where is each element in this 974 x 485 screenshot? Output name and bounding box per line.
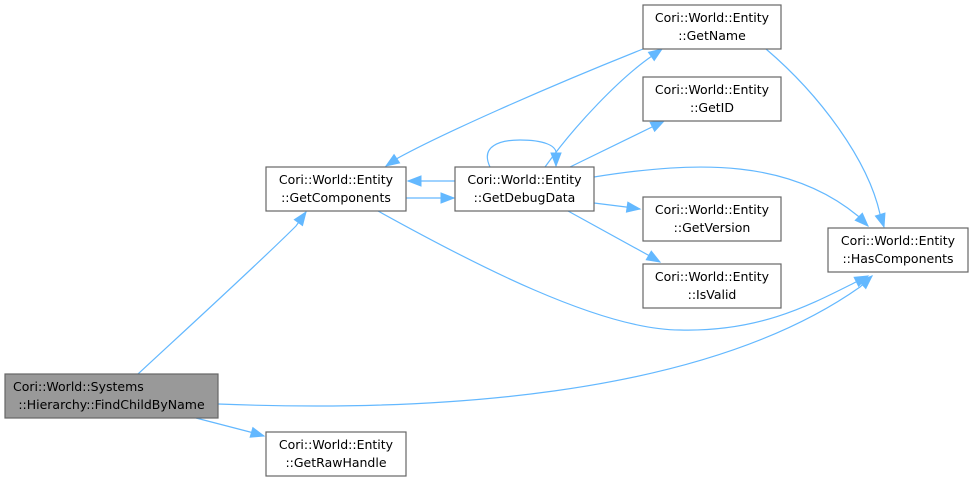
edge-line — [377, 210, 869, 331]
node-label-line2: ::HasComponents — [842, 251, 953, 266]
arrowhead-icon — [625, 201, 642, 213]
arrowhead-icon — [406, 175, 422, 187]
node-box — [4, 373, 219, 419]
edge-get-debug-data-to-get-name — [544, 48, 664, 168]
node-find-child-by-name[interactable]: Cori::World::Systems::Hierarchy::FindChi… — [4, 373, 219, 419]
node-box — [827, 227, 969, 273]
node-label-line1: Cori::World::Entity — [655, 202, 770, 217]
edge-get-debug-data-to-get-components — [406, 175, 455, 187]
edge-line — [385, 48, 644, 167]
arrowhead-icon — [647, 48, 664, 62]
node-label-line2: ::IsValid — [688, 287, 737, 302]
node-has-components[interactable]: Cori::World::Entity::HasComponents — [827, 227, 969, 273]
node-label-line1: Cori::World::Entity — [655, 82, 770, 97]
node-label-line1: Cori::World::Entity — [655, 10, 770, 25]
edge-line — [486, 139, 557, 168]
node-box — [642, 263, 782, 309]
node-box — [642, 196, 782, 242]
node-label-line2: ::GetID — [690, 100, 734, 115]
edge-get-debug-data-to-is-valid — [567, 210, 662, 263]
edge-line — [137, 211, 307, 375]
node-get-components[interactable]: Cori::World::Entity::GetComponents — [265, 166, 407, 212]
edge-find-child-by-name-to-get-components — [137, 210, 307, 375]
arrowhead-icon — [853, 275, 870, 288]
node-get-debug-data[interactable]: Cori::World::Entity::GetDebugData — [454, 166, 595, 212]
node-label-line1: Cori::World::Entity — [279, 172, 394, 187]
edge-line — [765, 48, 885, 228]
node-label-line2: ::GetName — [678, 28, 746, 43]
edge-get-debug-data-to-get-id — [569, 120, 666, 168]
node-label-line1: Cori::World::Entity — [279, 437, 394, 452]
edge-get-debug-data-to-get-version — [593, 201, 642, 213]
edge-line — [217, 275, 873, 407]
node-box — [265, 166, 407, 212]
arrowhead-icon — [293, 210, 307, 227]
edge-get-name-to-has-components — [765, 48, 886, 229]
edge-line — [569, 120, 665, 168]
edges-layer — [137, 48, 886, 438]
node-get-raw-handle[interactable]: Cori::World::Entity::GetRawHandle — [265, 431, 407, 477]
node-label-line1: Cori::World::Entity — [841, 233, 956, 248]
node-is-valid[interactable]: Cori::World::Entity::IsValid — [642, 263, 782, 309]
arrowhead-icon — [384, 153, 401, 167]
node-get-id[interactable]: Cori::World::Entity::GetID — [642, 76, 782, 122]
node-get-name[interactable]: Cori::World::Entity::GetName — [642, 4, 782, 50]
arrowhead-icon — [645, 250, 662, 263]
edge-line — [593, 166, 869, 227]
node-box — [642, 4, 782, 50]
node-box — [454, 166, 595, 212]
arrowhead-icon — [440, 192, 456, 204]
edge-find-child-by-name-to-get-raw-handle — [195, 417, 266, 438]
node-label-line2: ::GetDebugData — [474, 190, 576, 205]
nodes-layer: Cori::World::Systems::Hierarchy::FindChi… — [4, 4, 969, 477]
node-label-line2: ::GetRawHandle — [285, 455, 386, 470]
node-box — [265, 431, 407, 477]
edge-get-debug-data-to-get-debug-data — [486, 139, 562, 168]
edge-get-debug-data-to-has-components — [593, 166, 869, 227]
arrowhead-icon — [874, 212, 886, 229]
edge-line — [544, 48, 663, 168]
node-label-line2: ::GetComponents — [281, 190, 391, 205]
node-label-line1: Cori::World::Systems — [13, 379, 144, 394]
node-get-version[interactable]: Cori::World::Entity::GetVersion — [642, 196, 782, 242]
node-label-line1: Cori::World::Entity — [655, 269, 770, 284]
node-label-line1: Cori::World::Entity — [467, 172, 582, 187]
node-box — [642, 76, 782, 122]
arrowhead-icon — [649, 120, 666, 133]
edge-get-name-to-get-components — [384, 48, 644, 167]
node-label-line2: ::Hierarchy::FindChildByName — [18, 397, 205, 412]
arrowhead-icon — [249, 426, 266, 438]
edge-get-components-to-has-components — [377, 210, 870, 331]
node-label-line2: ::GetVersion — [674, 220, 751, 235]
arrowhead-icon — [550, 152, 562, 168]
arrowhead-icon — [854, 212, 869, 227]
edge-get-components-to-get-debug-data — [406, 192, 456, 204]
